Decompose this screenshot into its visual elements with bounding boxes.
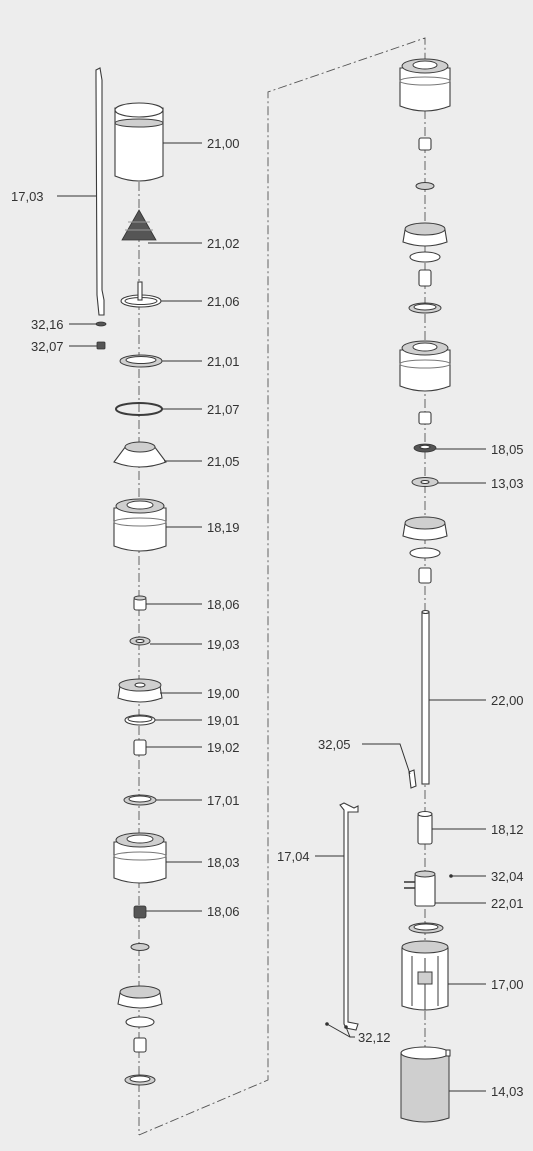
callout-18-03: 18,03 bbox=[207, 855, 240, 870]
part-right-ring-3 bbox=[409, 547, 441, 559]
callout-18-12: 18,12 bbox=[491, 822, 524, 837]
part-bushing-19-02 bbox=[133, 739, 147, 756]
part-housing-17-00 bbox=[401, 940, 449, 1011]
part-right-washer-1 bbox=[415, 182, 435, 190]
callout-18-06-b: 18,06 bbox=[207, 904, 240, 919]
callout-19-00: 19,00 bbox=[207, 686, 240, 701]
callout-labels: 21,00 21,02 21,06 21,01 21,07 21,05 18,1… bbox=[11, 136, 524, 1099]
part-cap-21-05 bbox=[113, 441, 167, 468]
callout-19-02: 19,02 bbox=[207, 740, 240, 755]
part-right-ring-1 bbox=[409, 251, 441, 263]
callout-17-03: 17,03 bbox=[11, 189, 44, 204]
part-bushing-18-06-b bbox=[133, 905, 147, 919]
callout-32-12: 32,12 bbox=[358, 1030, 391, 1045]
callout-21-07: 21,07 bbox=[207, 402, 240, 417]
part-right-ring-4 bbox=[408, 922, 444, 934]
callout-18-06-a: 18,06 bbox=[207, 597, 240, 612]
part-washer-18-05 bbox=[413, 443, 437, 453]
callout-18-05: 18,05 bbox=[491, 442, 524, 457]
callout-17-00: 17,00 bbox=[491, 977, 524, 992]
part-sleeve-21-00 bbox=[114, 102, 164, 182]
part-ring bbox=[125, 1016, 155, 1028]
callout-32-16: 32,16 bbox=[31, 317, 64, 332]
part-right-chamber bbox=[399, 340, 451, 392]
part-washer-13-03 bbox=[411, 477, 439, 487]
part-bottom-ring bbox=[124, 1074, 156, 1086]
part-bushing bbox=[133, 1037, 147, 1053]
callout-21-05: 21,05 bbox=[207, 454, 240, 469]
part-ring-21-06 bbox=[120, 281, 162, 308]
part-nut-32-07 bbox=[96, 341, 106, 350]
part-shaft-22-00 bbox=[421, 609, 430, 785]
callout-13-03: 13,03 bbox=[491, 476, 524, 491]
part-cone-spring-21-02 bbox=[121, 209, 157, 241]
part-strap-17-03 bbox=[95, 67, 105, 316]
part-right-ring-2 bbox=[408, 302, 442, 314]
part-sleeve-18-12 bbox=[417, 810, 433, 845]
part-right-impeller-1 bbox=[402, 222, 448, 247]
callout-22-01: 22,01 bbox=[491, 896, 524, 911]
part-ring-21-01 bbox=[119, 354, 163, 368]
callout-32-05: 32,05 bbox=[318, 737, 351, 752]
callout-19-03: 19,03 bbox=[207, 637, 240, 652]
part-washer bbox=[130, 943, 150, 951]
part-top-chamber bbox=[399, 58, 451, 112]
part-chamber-18-19 bbox=[113, 498, 167, 552]
part-cable-guard-17-04 bbox=[339, 802, 359, 1031]
callout-17-01: 17,01 bbox=[207, 793, 240, 808]
callout-21-00: 21,00 bbox=[207, 136, 240, 151]
callout-22-00: 22,00 bbox=[491, 693, 524, 708]
part-bushing-18-06-a bbox=[133, 595, 147, 611]
part-chamber-18-03 bbox=[113, 832, 167, 884]
part-ring-17-01 bbox=[123, 794, 157, 806]
part-key-32-05 bbox=[408, 769, 417, 789]
callout-21-06: 21,06 bbox=[207, 294, 240, 309]
part-washer-19-03 bbox=[129, 636, 151, 646]
part-ring-19-01 bbox=[124, 714, 156, 726]
callout-32-07: 32,07 bbox=[31, 339, 64, 354]
callout-19-01: 19,01 bbox=[207, 713, 240, 728]
assembly-axis-lines bbox=[138, 37, 426, 1136]
callout-21-01: 21,01 bbox=[207, 354, 240, 369]
part-coupling-22-01 bbox=[404, 870, 436, 907]
callout-17-04: 17,04 bbox=[277, 849, 310, 864]
part-strainer-14-03 bbox=[400, 1046, 451, 1123]
leader-lines bbox=[57, 142, 486, 1092]
part-right-impeller-2 bbox=[402, 516, 448, 541]
part-right-bushing-2 bbox=[418, 269, 432, 287]
part-right-bushing-3 bbox=[418, 411, 432, 425]
callout-18-19: 18,19 bbox=[207, 520, 240, 535]
callout-14-03: 14,03 bbox=[491, 1084, 524, 1099]
part-right-bushing-4 bbox=[418, 567, 432, 584]
callout-32-04: 32,04 bbox=[491, 869, 524, 884]
part-impeller bbox=[117, 985, 163, 1009]
part-washer-32-16 bbox=[95, 321, 107, 327]
part-impeller-19-00 bbox=[117, 678, 163, 703]
callout-21-02: 21,02 bbox=[207, 236, 240, 251]
part-right-bushing-1 bbox=[418, 137, 432, 151]
